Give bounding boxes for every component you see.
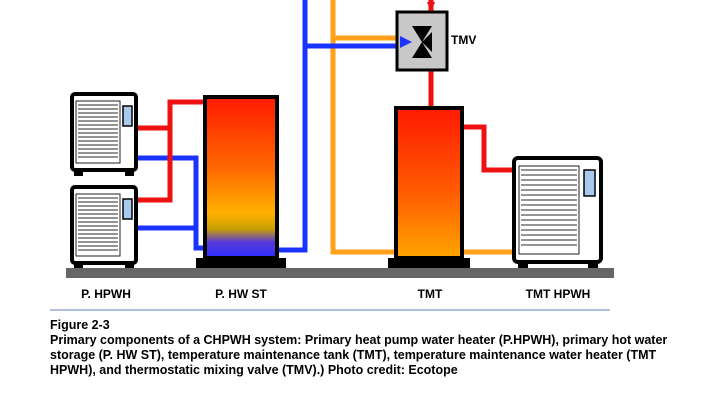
p-hw-st-tank	[196, 95, 286, 268]
figure-caption: Figure 2-3 Primary components of a CHPWH…	[50, 318, 700, 378]
p-hpwh-unit-lower	[70, 185, 138, 268]
tmv-valve	[395, 2, 449, 72]
figure-caption-text: Primary components of a CHPWH system: Pr…	[50, 333, 668, 377]
chpwh-system-diagram: P. HPWH P. HW ST TMT TMT HPWH TMV	[50, 0, 614, 311]
figure-number: Figure 2-3	[50, 318, 110, 332]
label-p-hpwh: P. HPWH	[81, 287, 131, 301]
label-tmt-hpwh: TMT HPWH	[526, 287, 591, 301]
tmt-tank	[388, 106, 470, 268]
cold-water-pipes	[138, 0, 404, 253]
hot-water-pipes	[138, 0, 532, 203]
p-hpwh-unit-upper	[70, 92, 138, 176]
label-tmt: TMT	[418, 287, 443, 301]
base-platform	[66, 268, 614, 278]
tmt-hpwh-unit	[512, 156, 603, 268]
label-tmv: TMV	[451, 33, 476, 47]
label-p-hw-st: P. HW ST	[215, 287, 267, 301]
